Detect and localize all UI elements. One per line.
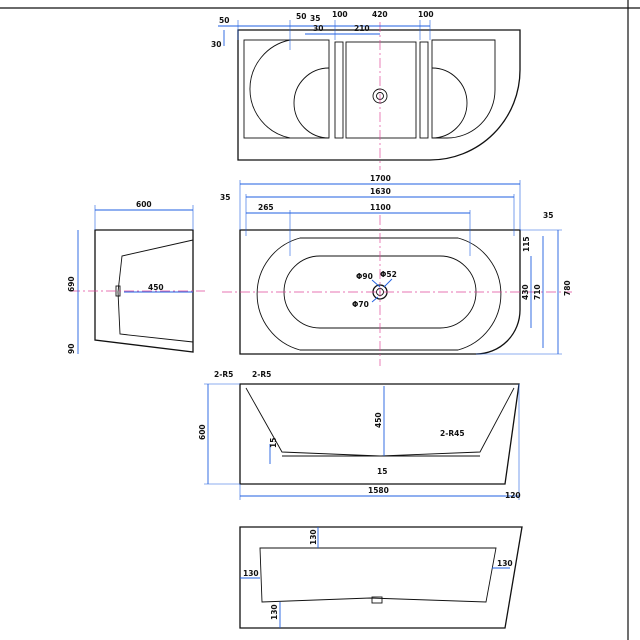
- plan-view-rim: [256, 237, 502, 351]
- end-dim-height: 690: [67, 276, 76, 292]
- plan-dim-bowl-width: 430: [521, 284, 530, 300]
- plan-drain-leader-3: [371, 296, 379, 303]
- side-dim-depth: 450: [374, 412, 383, 428]
- side-radius-left-a: 2-R5: [214, 370, 233, 379]
- end-view: 600 690 450 90: [67, 200, 205, 354]
- plan-dim-inner-width: 710: [533, 284, 542, 300]
- top-dim-right-divider: 100: [418, 10, 434, 19]
- side-radius-left-b: 2-R5: [252, 370, 271, 379]
- section-dim-left: 130: [243, 569, 259, 578]
- side-view-outline: [239, 383, 520, 485]
- top-view: 50 50 35 100 420 100 30 210 30: [211, 10, 521, 170]
- section-view-inner: [259, 547, 497, 603]
- top-dim-center-width: 420: [372, 10, 388, 19]
- top-dim-divider: 100: [332, 10, 348, 19]
- section-view: 130 130 130 130: [239, 526, 523, 629]
- top-view-left-inner-arc: [293, 67, 330, 139]
- top-view-right-pocket: [431, 39, 496, 139]
- section-dim-top: 130: [309, 529, 318, 545]
- plan-view-bowl: [283, 255, 477, 329]
- top-dim-divider-gap: 35: [310, 14, 320, 23]
- top-dim-left-offset: 50: [219, 16, 229, 25]
- top-dim-drain-offset: 210: [354, 24, 370, 33]
- side-dim-base-length: 1580: [368, 486, 389, 495]
- plan-dim-right-rim: 35: [543, 211, 553, 220]
- top-dim-left-wall: 50: [296, 12, 306, 21]
- side-dim-overhang: 120: [505, 491, 521, 500]
- plan-drain-dia-outer: Φ90: [356, 272, 373, 281]
- side-dim-height: 600: [198, 424, 207, 440]
- top-view-center-pocket: [345, 41, 417, 139]
- top-dim-divider-small: 30: [313, 24, 323, 33]
- plan-view: 1700 1630 35 265 1100 35 780 710 430 115…: [220, 174, 572, 366]
- plan-dim-bowl-offset: 265: [258, 203, 274, 212]
- section-view-drain: [371, 596, 383, 604]
- plan-dim-bowl-length: 1100: [370, 203, 391, 212]
- top-view-left-divider: [334, 41, 344, 139]
- top-view-left-pocket: [243, 39, 330, 139]
- plan-dim-left-rim: 35: [220, 193, 230, 202]
- end-view-inner: [117, 239, 194, 343]
- end-dim-base: 90: [67, 344, 76, 354]
- side-dim-floor-b: 15: [377, 467, 387, 476]
- section-dim-right: 130: [497, 559, 513, 568]
- plan-drain-leader-2: [383, 278, 393, 288]
- top-view-left-bowl-end: [249, 39, 291, 139]
- end-dim-width: 600: [136, 200, 152, 209]
- end-dim-depth: 450: [148, 283, 164, 292]
- top-view-outline: [237, 29, 521, 161]
- plan-dim-rim-offset: 115: [522, 236, 531, 252]
- plan-dim-overall-length: 1700: [370, 174, 391, 183]
- plan-dim-inner-length: 1630: [370, 187, 391, 196]
- top-dim-rim-height: 30: [211, 40, 221, 49]
- side-dim-floor-a: 15: [269, 438, 278, 448]
- section-view-outline: [239, 526, 523, 629]
- top-view-right-inner-arc: [431, 67, 468, 139]
- end-view-outline: [94, 229, 194, 353]
- plan-dim-overall-width: 780: [563, 280, 572, 296]
- side-radius-right: 2-R45: [440, 429, 465, 438]
- section-dim-bottom: 130: [270, 604, 279, 620]
- top-view-right-divider: [419, 41, 429, 139]
- plan-drain-dia-inner: Φ70: [352, 300, 369, 309]
- plan-drain-leader-1: [371, 279, 381, 288]
- plan-drain-dia-mid: Φ52: [380, 270, 397, 279]
- side-view: 2-R5 2-R5 2-R45 600 450 15 15 1580 120: [198, 370, 521, 500]
